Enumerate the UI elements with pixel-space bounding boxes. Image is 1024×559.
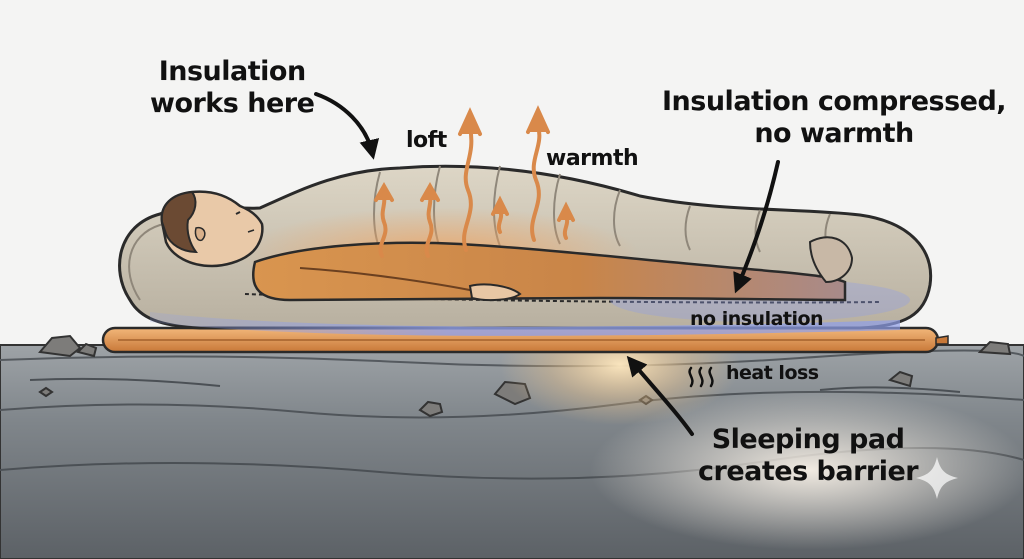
label-line: creates barrier [698,456,918,488]
label-line: Sleeping pad [698,424,918,456]
label-insulation-works-here: Insulation works here [150,56,314,120]
label-line: Insulation compressed, [662,86,1006,118]
label-warmth: warmth [546,146,638,172]
label-line: Insulation [150,56,314,88]
label-line: works here [150,88,314,120]
label-no-insulation: no insulation [690,308,823,330]
label-loft: loft [406,128,447,154]
label-heat-loss: heat loss [726,362,819,384]
label-insulation-compressed: Insulation compressed, no warmth [662,86,1006,150]
label-line: no warmth [662,118,1006,150]
label-sleeping-pad-barrier: Sleeping pad creates barrier [698,424,918,488]
